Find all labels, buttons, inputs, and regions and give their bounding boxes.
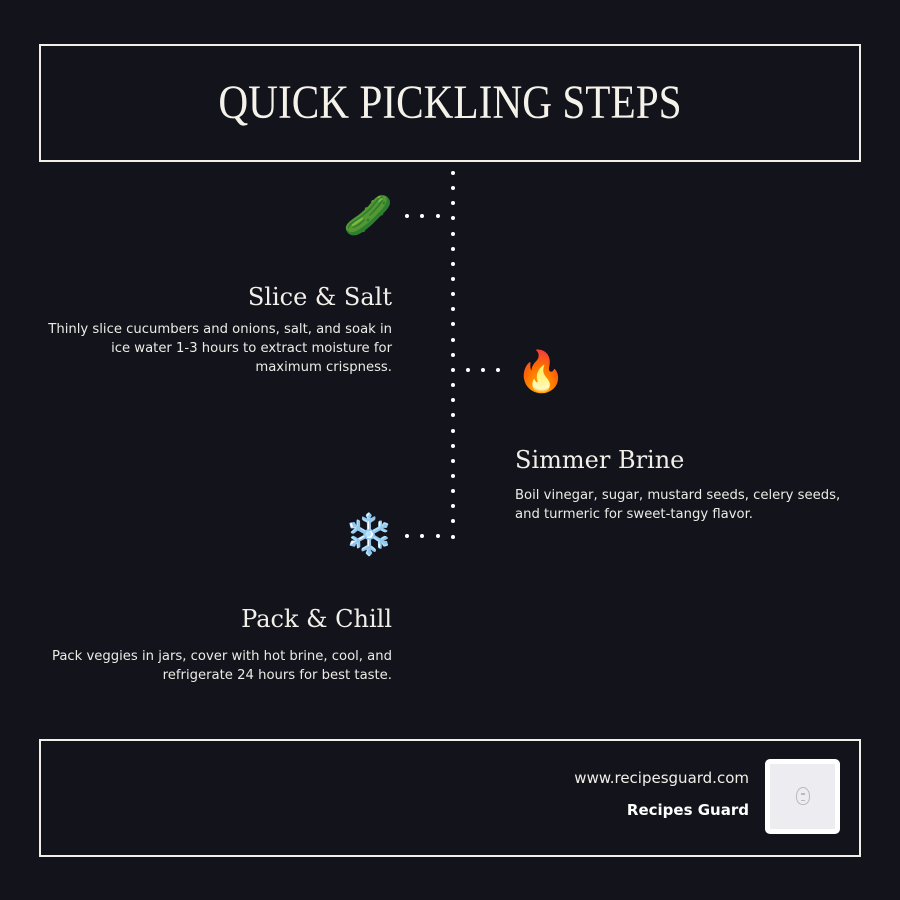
timeline-dot (451, 247, 455, 251)
timeline-dot (420, 214, 424, 218)
timeline-dot (451, 504, 455, 508)
timeline-dot (451, 519, 455, 523)
cucumber-icon: 🥒 (343, 193, 393, 239)
timeline-dot (405, 214, 409, 218)
website-link[interactable]: www.recipesguard.com (574, 769, 749, 787)
timeline-dot (451, 232, 455, 236)
snowflake-icon: ❄️ (344, 512, 394, 558)
timeline-dot (436, 534, 440, 538)
timeline-dot (451, 277, 455, 281)
timeline-dot (420, 534, 424, 538)
brand-logo (765, 759, 840, 834)
timeline-dot (405, 534, 409, 538)
timeline-dot (451, 338, 455, 342)
timeline-dot (496, 368, 500, 372)
recipes-guard-logo-icon (796, 787, 810, 805)
timeline-dot (451, 459, 455, 463)
timeline-dot (451, 186, 455, 190)
timeline-dot (451, 171, 455, 175)
header-box: QUICK PICKLING STEPS (39, 44, 861, 162)
timeline-dot (481, 368, 485, 372)
step-description-pack-chill: Pack veggies in jars, cover with hot bri… (51, 649, 392, 683)
step-title-simmer-brine: Simmer Brine (515, 446, 685, 474)
logo-background (770, 764, 835, 829)
timeline-dot (451, 413, 455, 417)
timeline-dot (451, 398, 455, 402)
timeline-dot (451, 535, 455, 539)
timeline-dot (451, 322, 455, 326)
timeline-dot (451, 383, 455, 387)
step-title-slice-salt: Slice & Salt (247, 283, 392, 311)
timeline-dot (451, 262, 455, 266)
timeline-dot (451, 429, 455, 433)
timeline-dot (451, 216, 455, 220)
fire-icon: 🔥 (516, 349, 566, 395)
timeline-dot (451, 201, 455, 205)
timeline-dot (451, 489, 455, 493)
timeline-dot (451, 292, 455, 296)
timeline-dot (436, 214, 440, 218)
timeline-dot (451, 444, 455, 448)
timeline-dot (451, 474, 455, 478)
footer-box: www.recipesguard.com Recipes Guard (39, 739, 861, 857)
page-title: QUICK PICKLING STEPS (218, 76, 682, 129)
timeline-dot (466, 368, 470, 372)
timeline-dot (451, 307, 455, 311)
step-description-simmer-brine: Boil vinegar, sugar, mustard seeds, cele… (515, 488, 841, 522)
step-title-pack-chill: Pack & Chill (241, 605, 392, 633)
timeline-dot (451, 353, 455, 357)
brand-name: Recipes Guard (626, 801, 749, 819)
step-description-slice-salt: Thinly slice cucumbers and onions, salt,… (48, 322, 392, 375)
timeline-dot (451, 368, 455, 372)
